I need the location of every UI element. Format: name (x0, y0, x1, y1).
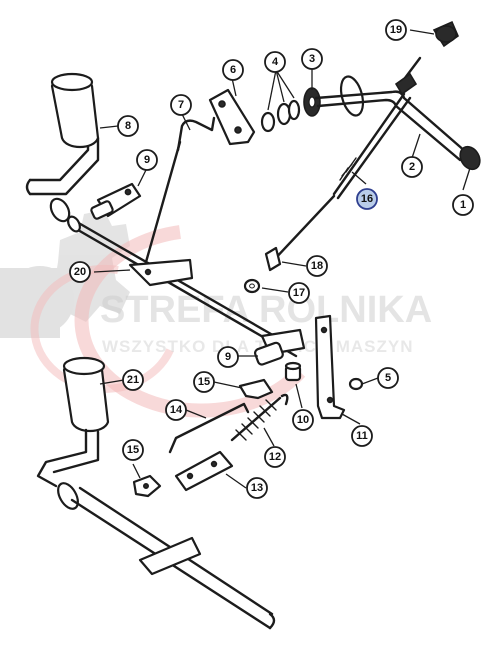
callout-11-label: 11 (356, 430, 368, 442)
clip-15-upper-part (238, 378, 274, 400)
callout-leaders (93, 29, 471, 489)
callout-12-label: 12 (269, 451, 281, 463)
callout-15-upper-label: 15 (198, 376, 210, 388)
watermark-subtitle: WSZYSTKO DLA TWOICH MASZYN (102, 337, 414, 356)
arm-11-part (314, 314, 346, 420)
watermark-title: STREFA ROLNIKA (100, 289, 432, 331)
callout-6-label: 6 (230, 64, 236, 76)
callout-5: 5 (377, 367, 399, 389)
callout-1-label: 1 (460, 199, 466, 211)
callout-9-upper: 9 (136, 149, 158, 171)
callout-2-label: 2 (409, 161, 415, 173)
callout-2: 2 (401, 156, 423, 178)
callout-15-lower-label: 15 (127, 444, 139, 456)
callout-18-label: 18 (311, 260, 323, 272)
cross-shaft-part (67, 215, 306, 358)
spring-12-part (230, 393, 289, 442)
callout-16-label: 16 (361, 193, 373, 205)
callout-9-upper-label: 9 (144, 154, 150, 166)
washer-5-part (348, 377, 364, 391)
callout-9-lower-label: 9 (225, 351, 231, 363)
callout-6: 6 (222, 59, 244, 81)
plate-13-part (174, 450, 234, 492)
callout-18: 18 (306, 255, 328, 277)
callout-20-label: 20 (74, 266, 86, 278)
callout-16: 16 (356, 188, 378, 210)
callout-21: 21 (122, 369, 144, 391)
upper-bracket-part (90, 182, 142, 220)
callout-3-label: 3 (309, 53, 315, 65)
lever-2-part (314, 75, 468, 162)
callout-10: 10 (292, 409, 314, 431)
callout-8-label: 8 (125, 120, 131, 132)
cap-19-part (432, 20, 459, 48)
callout-1: 1 (452, 194, 474, 216)
callout-19-label: 19 (390, 24, 402, 36)
spacer-10-part (284, 361, 302, 382)
callout-7: 7 (170, 94, 192, 116)
callout-4-label: 4 (272, 56, 279, 68)
callout-12: 12 (264, 446, 286, 468)
watermark: STREFA ROLNIKA WSZYSTKO DLA TWOICH MASZY… (0, 210, 432, 418)
cable-16-part (270, 56, 422, 264)
callout-15-upper: 15 (193, 371, 215, 393)
callout-17-label: 17 (293, 287, 305, 299)
plate-6-part (208, 88, 256, 146)
callout-9-lower: 9 (217, 346, 239, 368)
bolt-18-part (264, 246, 282, 272)
callout-13-label: 13 (251, 482, 263, 494)
callout-14-label: 14 (170, 404, 183, 416)
link-rod-14-part (168, 402, 250, 454)
lower-bracket-part (254, 341, 284, 366)
clip-15-lower-part (132, 474, 162, 498)
lower-pedal-part (36, 356, 276, 630)
callout-4: 4 (264, 51, 286, 73)
knob-1-part (459, 145, 481, 171)
callout-11: 11 (351, 425, 373, 447)
washers-4-part (260, 99, 301, 133)
nut-17-part (243, 278, 261, 294)
callout-10-label: 10 (297, 414, 309, 426)
bearing-3-part (303, 87, 321, 117)
callout-3: 3 (301, 48, 323, 70)
callout-15-lower: 15 (122, 439, 144, 461)
callout-21-label: 21 (127, 374, 139, 386)
callout-5-label: 5 (385, 372, 391, 384)
upper-pedal-part (25, 72, 100, 223)
callout-20: 20 (69, 261, 91, 283)
rod-7-part (144, 116, 216, 264)
callout-8: 8 (117, 115, 139, 137)
callout-13: 13 (246, 477, 268, 499)
callout-7-label: 7 (178, 99, 184, 111)
callout-17: 17 (288, 282, 310, 304)
callout-19: 19 (385, 19, 407, 41)
callout-14: 14 (165, 399, 187, 421)
